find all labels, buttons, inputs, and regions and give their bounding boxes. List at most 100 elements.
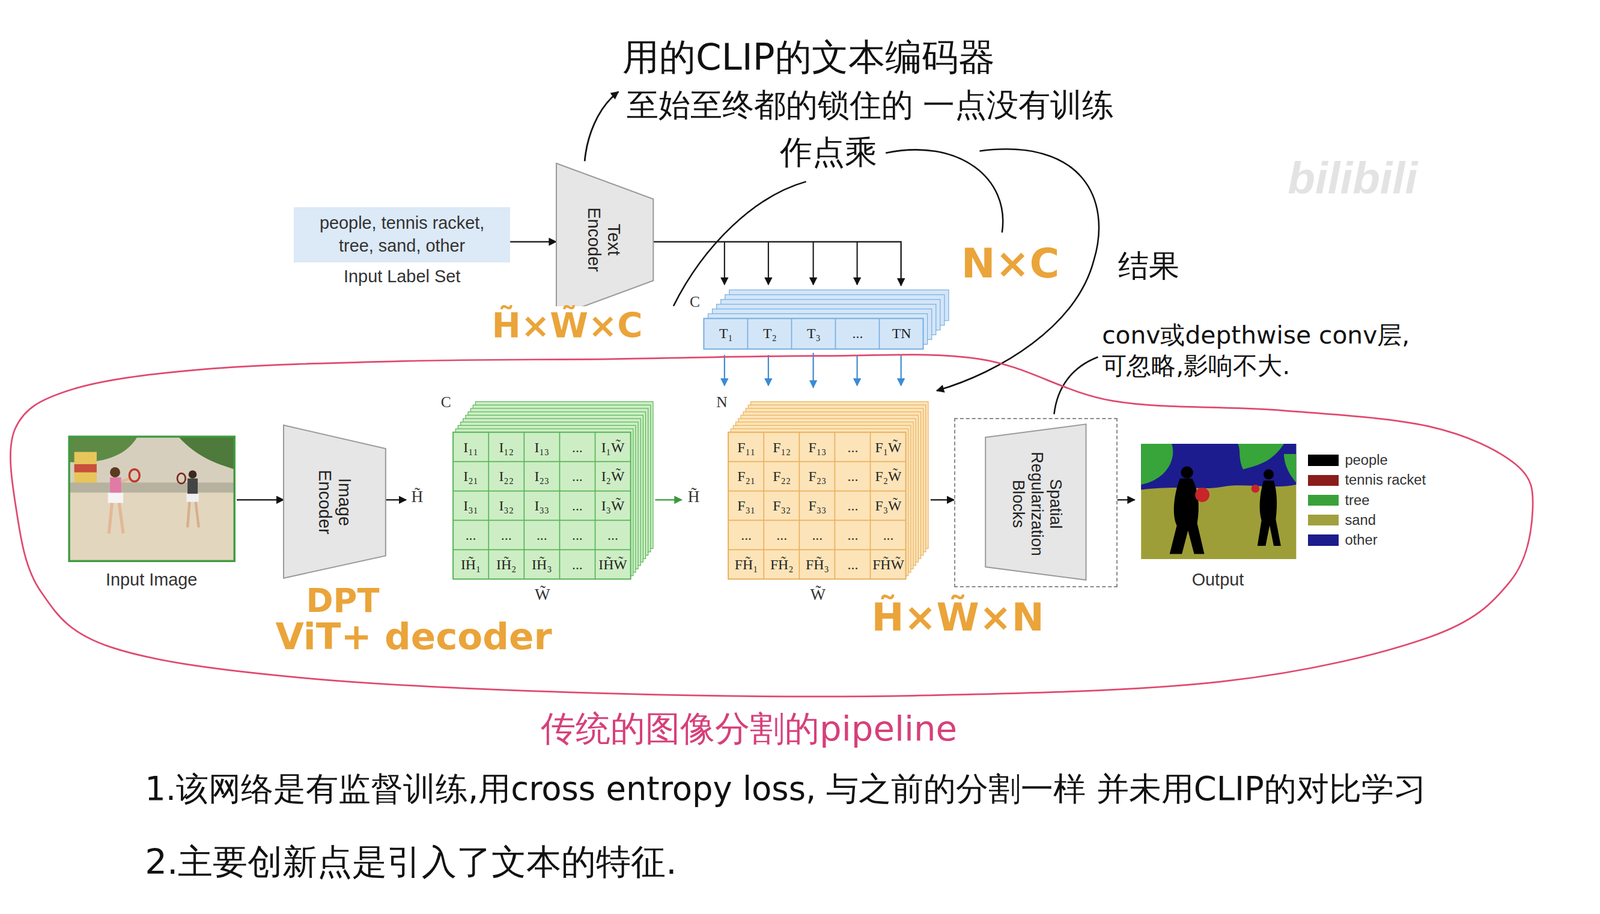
tensor-cell-label-holder: ...	[465, 527, 477, 544]
image-caption: Output	[1134, 569, 1302, 591]
tensor-cell-label-holder: FH̃₃	[805, 556, 830, 573]
tensor-grid-line	[728, 520, 907, 522]
tensor-grid-line	[791, 318, 793, 350]
trapezoid-outline	[283, 425, 386, 579]
tensor-cell-label: T₂	[763, 325, 777, 342]
tensor-cell-label-holder: F₃₃	[808, 498, 827, 514]
legend-label: tree	[1344, 492, 1370, 510]
trapezoid-shape	[556, 163, 654, 317]
tensor-cell-label: ...	[571, 556, 583, 573]
text-embedding-tensor: T₁T₂T₃...TN	[701, 285, 954, 354]
tensor-cell-label-holder: I₃₃	[534, 498, 550, 514]
pipeline-outline: 传统的图像分割的pipelineInput ImageImage Encoder…	[10, 355, 1536, 699]
tensor-cell-label-holder: ...	[847, 556, 859, 573]
tensor-grid-line	[453, 520, 631, 522]
output-segmentation: Output	[1134, 441, 1302, 598]
handwritten-note: 2.主要创新点是引入了文本的特征.	[144, 842, 677, 883]
tensor-grid-line	[879, 318, 881, 350]
pipeline-caption-holder: 传统的图像分割的pipeline	[540, 708, 958, 750]
image-caption-holder: Output	[1134, 569, 1302, 591]
tensor-cell-label: IH̃₃	[531, 556, 552, 573]
photo-racket	[177, 473, 186, 484]
photo-banner	[74, 464, 97, 473]
connector-arrow	[385, 499, 407, 501]
photo-person	[109, 502, 124, 534]
seg-sand	[1140, 444, 1296, 560]
tensor-cell-label-holder: ...	[571, 498, 583, 514]
dimension-label: N	[716, 394, 727, 412]
tensor-cell-label-holder: F₁₁	[737, 439, 756, 455]
legend-swatch	[1307, 514, 1339, 527]
dimension-label-holder: C	[689, 293, 700, 312]
tensor-grid-line	[799, 432, 801, 580]
tensor-cell-label-holder: I₃₂	[498, 498, 514, 514]
tensor-cell-label: F₃₂	[772, 498, 791, 514]
rotated-label: Image Encoder	[314, 458, 355, 545]
tensor-cell-label-holder: ...	[847, 468, 859, 485]
rotated-label-holder: Text Encoder	[584, 196, 624, 283]
spatial-regularization-block: Spatial Regularization Blocks	[954, 418, 1118, 588]
legend-label-holder: other	[1344, 531, 1378, 550]
tensor-cell-label-holder: F₂₂	[772, 468, 791, 485]
dimension-label-holder: H̃	[410, 487, 423, 506]
tensor-cell-label-holder: IH̃₁	[460, 556, 481, 573]
tensor-shape	[701, 285, 954, 354]
seg-tree	[1283, 454, 1296, 484]
tensor-cell-label: ...	[571, 439, 583, 455]
tensor-cell-label-holder: I₁₁	[463, 439, 479, 455]
rotated-label-holder: Spatial Regularization Blocks	[1008, 439, 1066, 570]
dimension-label: C	[441, 394, 452, 412]
dimension-note-holder: DPT	[306, 583, 380, 621]
tensor-cell-label: T₃	[806, 325, 821, 342]
tensor-cell-label: ...	[536, 527, 548, 544]
tensor-cell-label: ...	[740, 527, 752, 544]
dimension-note-holder: ViT+ decoder	[273, 616, 554, 658]
tensor-cell-label-holder: I₃₁	[463, 498, 479, 514]
tensor-cell-label: FH̃₂	[770, 556, 794, 573]
tensor-cell-label: FH̃W̃	[872, 556, 905, 573]
handwritten-note: 作点乘	[779, 134, 878, 172]
tensor-cell-label: ...	[571, 498, 583, 514]
tensor-cell-label-holder: F₁₂	[772, 439, 791, 455]
handwritten-note-holder: 用的CLIP的文本编码器	[620, 36, 997, 78]
tensor-grid-line	[835, 318, 837, 350]
tensor-cell-label-holder: F₁₃	[808, 439, 827, 455]
input-label-set: people, tennis racket, tree, sand, other…	[293, 207, 511, 289]
tensor-cell-label: FH̃₃	[805, 556, 830, 573]
handwritten-note-holder: conv或depthwise conv层, 可忽略,影响不大.	[1100, 320, 1441, 382]
tensor-cell-label-holder: I₁W̃	[601, 439, 625, 455]
handwritten-note-holder: 结果	[1116, 248, 1182, 283]
tensor-cell-label: T₁	[719, 325, 734, 342]
legend-swatch	[1307, 495, 1339, 507]
tensor-cell-label-holder: T₁	[719, 325, 734, 342]
input-image: Input Image	[66, 433, 237, 598]
pipeline-caption: 传统的图像分割的pipeline	[540, 708, 958, 750]
tensor-cell-label-holder: F₂W̃	[875, 468, 902, 485]
tensor-cell-label: F₂W̃	[875, 468, 902, 485]
tensor-cell-label: F₁₂	[772, 439, 791, 455]
seg-map	[1140, 444, 1296, 560]
connector-arrow	[654, 499, 682, 501]
image-caption: Input Image	[66, 569, 237, 591]
tensor-cell-label-holder: I₃W̃	[601, 498, 625, 514]
tensor-grid-line	[763, 432, 765, 580]
photo-racket	[129, 469, 140, 482]
trapezoid-outline	[985, 424, 1086, 581]
blue-arrow	[767, 355, 770, 386]
photo-person	[109, 467, 121, 478]
dimension-label: H̃	[687, 487, 700, 506]
tensor-grid-line	[523, 432, 525, 580]
text-encoder: Text Encoder	[556, 163, 654, 317]
tensor-cell-label: I₂₂	[498, 468, 514, 485]
trapezoid-outline	[556, 163, 654, 317]
tensor-cell-label-holder: T₃	[806, 325, 821, 342]
tensor-cell-label: ...	[607, 527, 619, 544]
handwritten-note: 至始至终都的锁住的 一点没有训练	[626, 87, 1115, 124]
tensor-cell-label-holder: ...	[847, 527, 859, 544]
connector-arrow	[510, 240, 556, 243]
photo-frame	[69, 436, 235, 562]
tensor-cell-label-holder: ...	[536, 527, 548, 544]
label-set-heading: Input Label Set	[293, 265, 511, 289]
tensor-grid-line	[487, 432, 490, 580]
